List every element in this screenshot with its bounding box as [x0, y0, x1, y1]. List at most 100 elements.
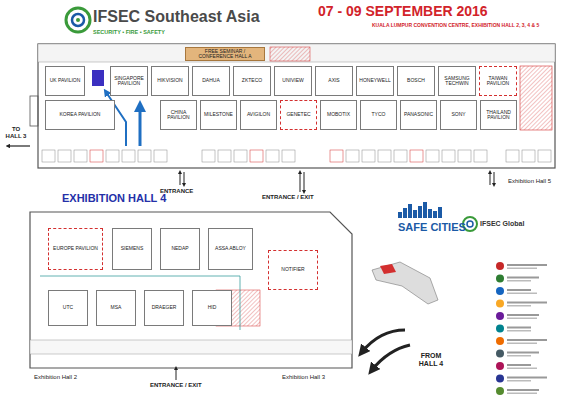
- rect-shape: [507, 389, 539, 391]
- booth-name: EUROPE PAVILION: [53, 246, 98, 252]
- booth-name: MILESTONE: [204, 112, 233, 118]
- booth-name: CHINA PAVILION: [162, 110, 195, 121]
- exhibitor-booth: UK PAVILION: [45, 66, 85, 96]
- polygon-shape: [372, 262, 438, 304]
- booth-name: SIEMENS: [121, 246, 144, 252]
- place-label: ENTRANCE / EXIT: [262, 194, 314, 201]
- booth-name: HONEYWELL: [359, 78, 390, 84]
- hall-4-small-booths: [42, 150, 551, 162]
- exhibitor-booth: DRAEGER: [144, 290, 184, 326]
- rect-shape: [507, 268, 537, 270]
- place-label: Exhibition Hall 3: [282, 374, 325, 381]
- booth-name: NOTIFIER: [281, 267, 304, 273]
- booth-name: DAHUA: [202, 78, 220, 84]
- circle-shape: [76, 18, 80, 22]
- circle-shape: [496, 350, 504, 358]
- exhibitor-booth: AVIGILON: [240, 100, 277, 130]
- safe-cities-skyline: [398, 202, 442, 218]
- rect-shape: [362, 150, 375, 162]
- place-label: EXHIBITION HALL 4: [62, 192, 166, 204]
- place-label: SAFE CITIES: [398, 221, 466, 233]
- booth-name: UTC: [63, 305, 73, 311]
- rect-shape: [408, 204, 412, 218]
- rect-shape: [506, 150, 519, 162]
- booth-name: HID: [208, 305, 217, 311]
- path-shape: [300, 172, 301, 192]
- booth-name: NEDAP: [171, 246, 188, 252]
- exhibitor-booth: SINGAPORE PAVILION: [110, 66, 148, 96]
- rect-shape: [38, 44, 555, 62]
- booth-name: DRAEGER: [152, 305, 177, 311]
- rect-shape: [378, 150, 391, 162]
- circle-shape: [72, 14, 84, 26]
- rect-shape: [474, 150, 487, 162]
- rect-shape: [522, 150, 535, 162]
- rect-shape: [507, 377, 547, 379]
- circle-shape: [496, 362, 504, 370]
- rect-shape: [507, 302, 547, 304]
- booth-name: UNIVIEW: [282, 78, 303, 84]
- circle-shape: [496, 325, 504, 333]
- rect-shape: [507, 364, 531, 366]
- rect-shape: [74, 150, 87, 162]
- title: IFSEC Southeast Asia: [93, 8, 260, 26]
- header-text: 07 - 09 SEPTEMBER 2016: [318, 4, 488, 19]
- circle-shape: [467, 221, 473, 227]
- exhibitor-booth: NEDAP: [160, 228, 200, 270]
- circle-shape: [496, 337, 504, 345]
- line-shape: [40, 276, 240, 277]
- rect-shape: [507, 277, 539, 279]
- exhibitor-booth: GENETEC: [280, 100, 317, 130]
- header-text: KUALA LUMPUR CONVENTION CENTRE, EXHIBITI…: [372, 23, 539, 29]
- from-hall-4-arrows: [362, 330, 410, 370]
- overall-plan-thumbnail: [372, 262, 438, 304]
- exhibitor-booth: THAILAND PAVILION: [480, 100, 517, 130]
- hall-2-3-outline: [30, 212, 352, 380]
- booth-name: SONY: [451, 112, 465, 118]
- circle-shape: [496, 312, 504, 320]
- rect-shape: [538, 150, 551, 162]
- path-shape: [180, 172, 181, 185]
- rect-shape: [138, 150, 151, 162]
- booth-name: ASSA ABLOY: [215, 246, 246, 252]
- path-shape: [139, 106, 142, 146]
- path-shape: [304, 172, 305, 192]
- rect-shape: [106, 150, 119, 162]
- circle-shape: [496, 300, 504, 308]
- rect-shape: [30, 96, 38, 126]
- exhibitor-booth: AXIS: [315, 66, 353, 96]
- rect-shape: [507, 280, 531, 282]
- rect-shape: [398, 212, 402, 218]
- sponsor-logos: [496, 262, 547, 395]
- rect-shape: [507, 314, 539, 316]
- rect-shape: [410, 150, 423, 162]
- rect-shape: [507, 305, 531, 307]
- rect-shape: [428, 209, 432, 218]
- booth-name: SAMSUNG TECHWIN: [440, 76, 474, 87]
- rect-shape: [507, 330, 531, 332]
- booth-name: BOSCH: [407, 78, 425, 84]
- rect-shape: [38, 44, 555, 168]
- exhibitor-booth: EUROPE PAVILION: [48, 228, 103, 270]
- rect-shape: [520, 66, 552, 130]
- rect-shape: [507, 318, 537, 320]
- circle-shape: [496, 387, 504, 395]
- booth-name: THAILAND PAVILION: [482, 110, 515, 121]
- rect-shape: [58, 150, 71, 162]
- exhibitor-booth: HONEYWELL: [356, 66, 394, 96]
- rect-shape: [433, 211, 437, 218]
- rect-shape: [442, 150, 455, 162]
- exhibitor-booth: HIKVISION: [151, 66, 189, 96]
- rect-shape: [507, 343, 537, 345]
- rect-shape: [270, 47, 310, 61]
- rect-shape: [346, 150, 359, 162]
- header-text: SECURITY • FIRE • SAFETY: [93, 29, 165, 35]
- rect-shape: [122, 150, 135, 162]
- exhibitor-booth: NOTIFIER: [268, 250, 318, 290]
- exhibitor-booth: DAHUA: [192, 66, 230, 96]
- path-shape: [184, 172, 185, 185]
- booth-name: AVIGILON: [247, 112, 270, 118]
- booth-name: TAIWAN PAVILION: [481, 76, 515, 87]
- place-label: Exhibition Hall 5: [508, 178, 551, 185]
